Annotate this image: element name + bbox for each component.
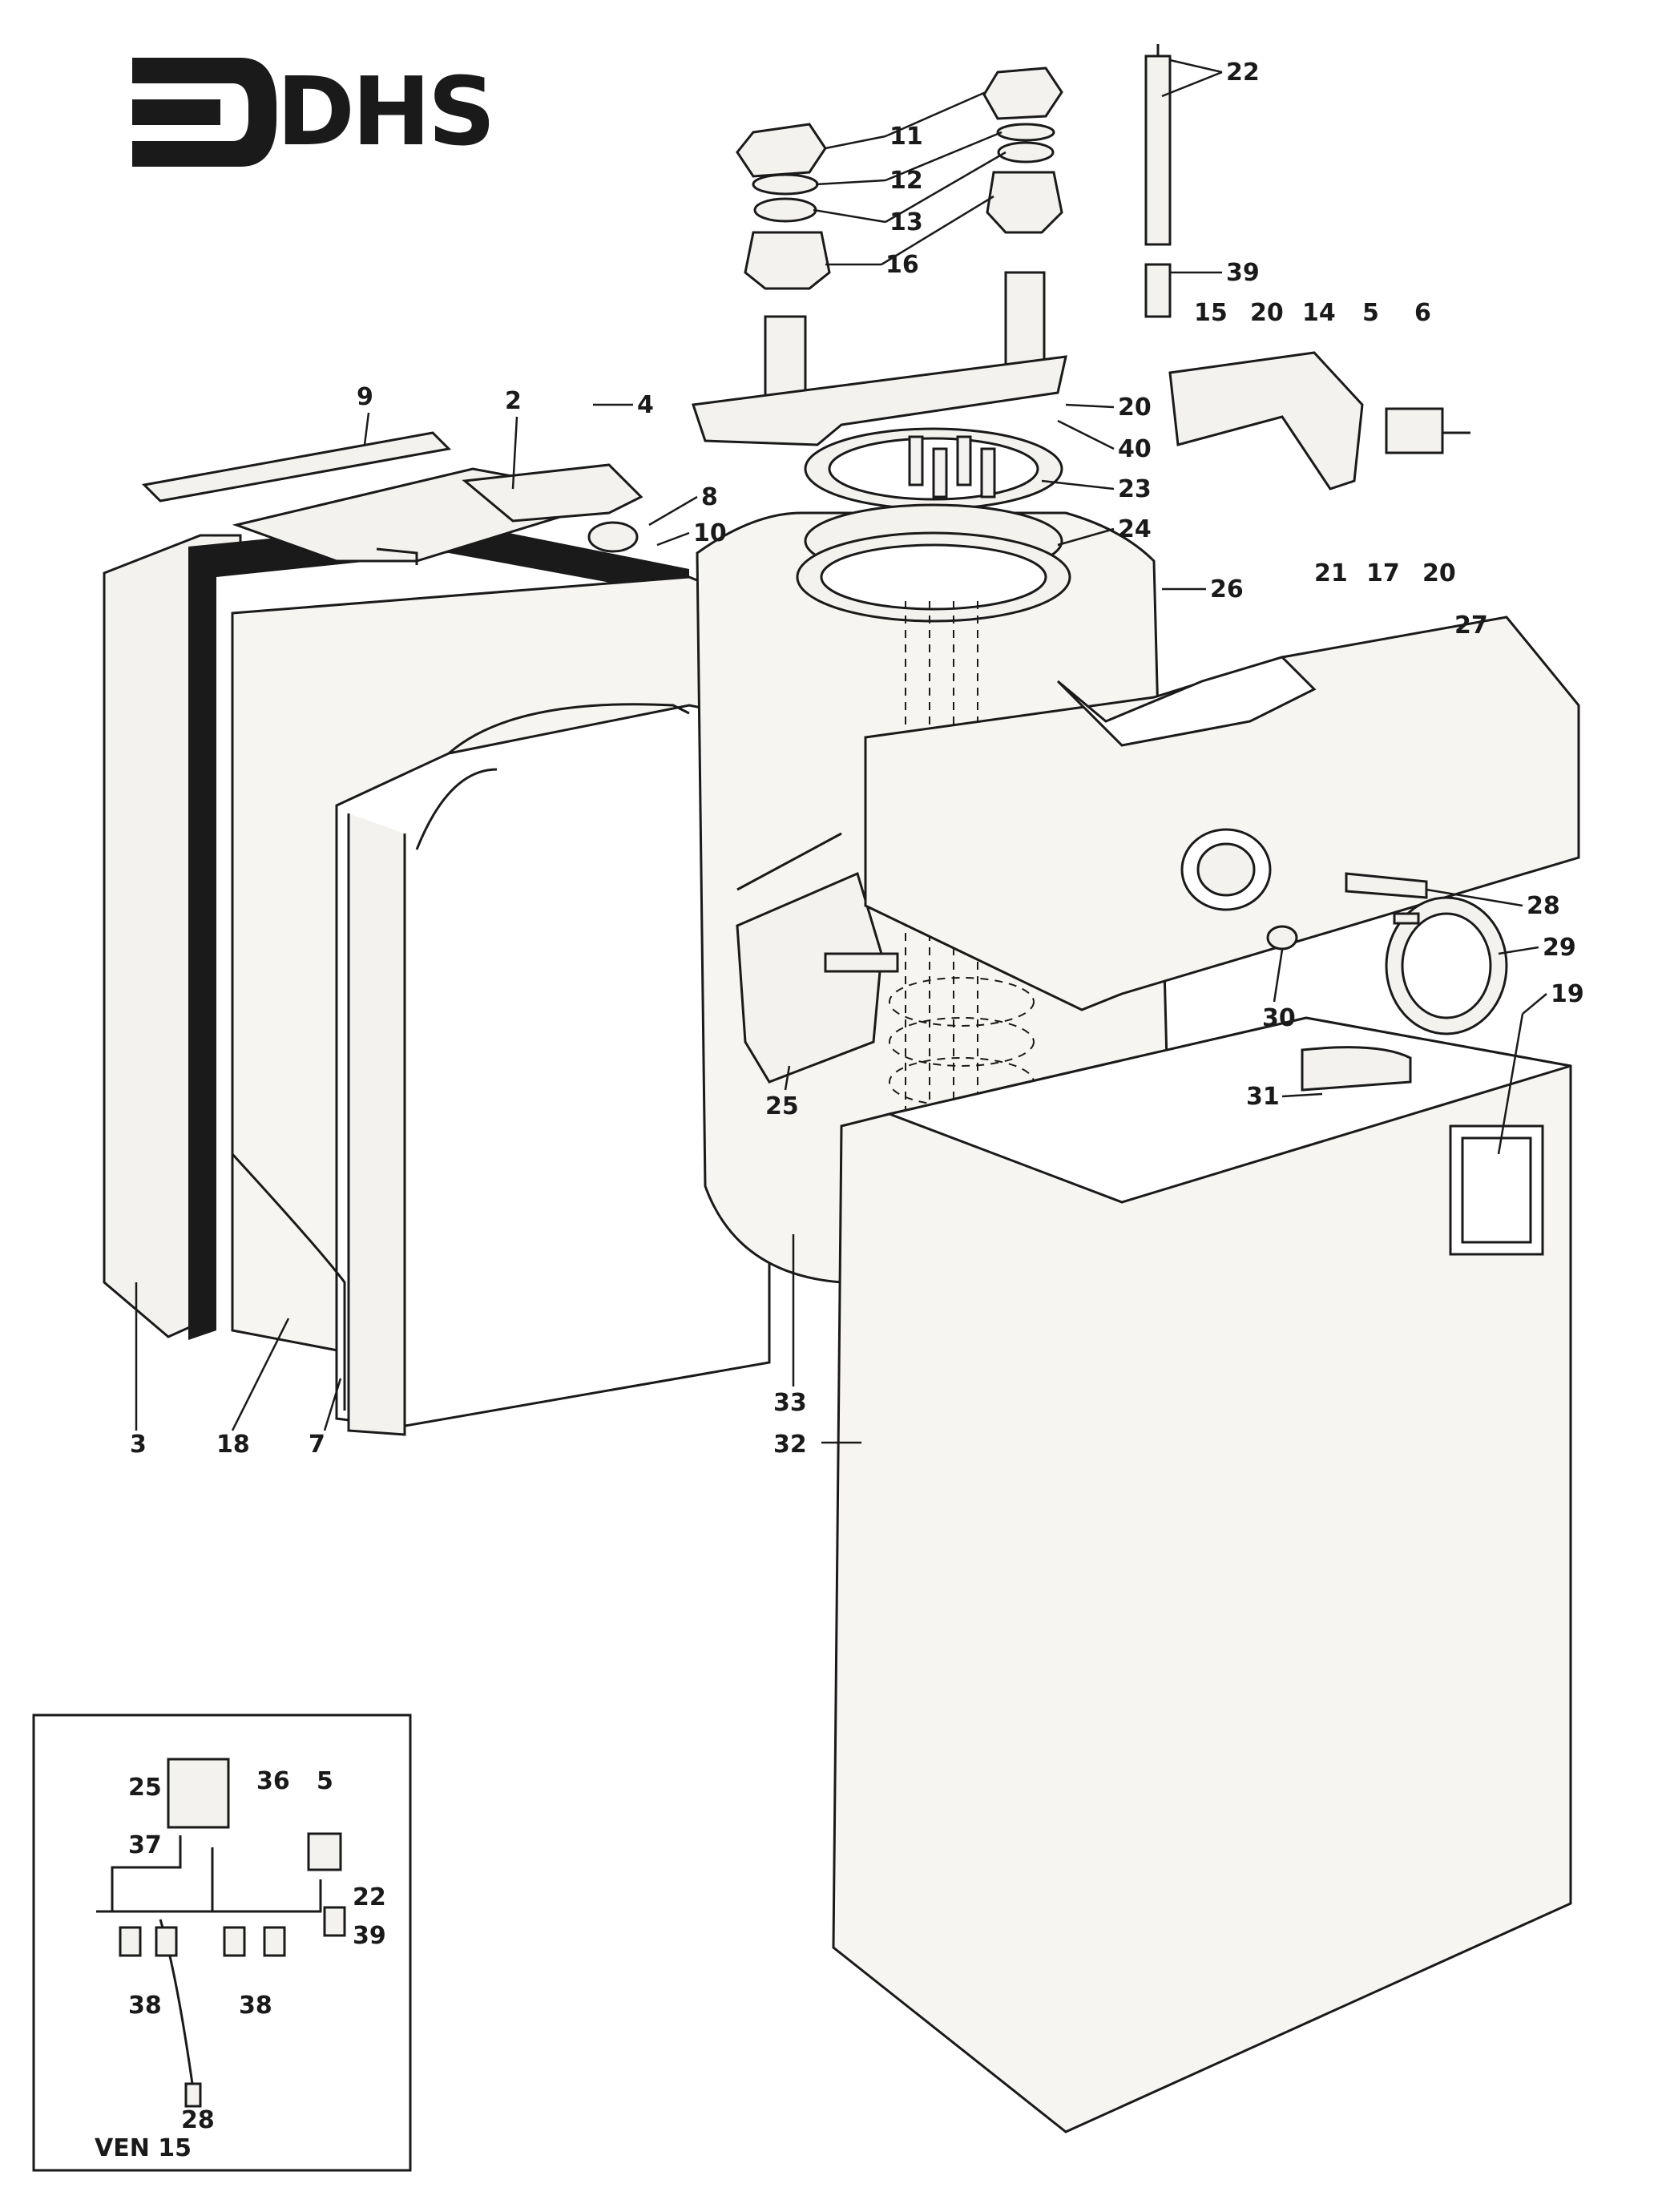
callout-labels: 22 11 12 13 16 39 15 20 14 5 6 9 2 4 20 … xyxy=(130,59,1584,1459)
callout-31: 31 xyxy=(1246,1083,1280,1111)
callout-27: 27 xyxy=(1454,612,1488,640)
inset-callout-5: 5 xyxy=(317,1767,333,1795)
callout-28: 28 xyxy=(1527,892,1560,920)
callout-15: 15 xyxy=(1194,299,1228,327)
inset-callout-36: 36 xyxy=(256,1767,290,1795)
logo-text: DHS xyxy=(276,56,493,167)
inset-caption: VEN 15 xyxy=(95,2134,192,2162)
callout-20-low: 20 xyxy=(1422,559,1456,587)
callout-6: 6 xyxy=(1414,299,1431,327)
inset-callout-38-left: 38 xyxy=(128,1992,162,2020)
inset-callout-37: 37 xyxy=(128,1831,162,1859)
callout-9: 9 xyxy=(357,383,373,411)
top-cover xyxy=(864,616,1580,1011)
callout-25: 25 xyxy=(765,1092,799,1120)
inset-callout-28: 28 xyxy=(181,2106,215,2134)
callout-24: 24 xyxy=(1118,515,1152,543)
callout-32: 32 xyxy=(773,1431,807,1459)
inset-callout-38-right: 38 xyxy=(239,1992,272,2020)
inset-callout-39: 39 xyxy=(353,1922,386,1950)
callout-20-top: 20 xyxy=(1250,299,1284,327)
callout-5: 5 xyxy=(1362,299,1379,327)
callout-39: 39 xyxy=(1226,259,1260,287)
callout-16: 16 xyxy=(885,251,919,279)
wiring-inset: 25 36 5 37 22 39 38 38 28 VEN 15 xyxy=(32,1713,412,2172)
inset-callout-22: 22 xyxy=(353,1883,386,1911)
callout-20-mid: 20 xyxy=(1118,394,1152,422)
inset-callout-25: 25 xyxy=(128,1774,162,1802)
front-casing xyxy=(832,1016,1572,2133)
callout-4: 4 xyxy=(637,391,654,419)
dhs-logo: DHS xyxy=(132,56,496,167)
callout-21: 21 xyxy=(1314,559,1348,587)
pipe-fittings xyxy=(692,67,1067,446)
callout-19: 19 xyxy=(1551,980,1584,1008)
callout-23: 23 xyxy=(1118,475,1152,503)
callout-10: 10 xyxy=(693,519,727,547)
top-plates xyxy=(141,431,643,565)
callout-40: 40 xyxy=(1118,435,1152,463)
callout-8: 8 xyxy=(701,483,718,511)
side-bracket xyxy=(1168,351,1470,490)
callout-26: 26 xyxy=(1210,575,1244,603)
thermostat xyxy=(736,832,899,1084)
leader-lines xyxy=(135,59,1547,1444)
control-knob xyxy=(1266,872,1508,1035)
callout-3: 3 xyxy=(130,1431,147,1459)
callout-29: 29 xyxy=(1543,934,1576,962)
probe-tube xyxy=(1144,44,1172,318)
callout-13: 13 xyxy=(889,208,923,236)
callout-17: 17 xyxy=(1366,559,1400,587)
rear-frame-panel xyxy=(103,521,771,1436)
callout-33: 33 xyxy=(773,1389,807,1417)
callout-7: 7 xyxy=(309,1431,325,1459)
callout-18: 18 xyxy=(216,1431,250,1459)
callout-22: 22 xyxy=(1226,59,1260,87)
callout-2: 2 xyxy=(505,387,522,415)
callout-14: 14 xyxy=(1302,299,1336,327)
callout-30: 30 xyxy=(1262,1004,1296,1032)
